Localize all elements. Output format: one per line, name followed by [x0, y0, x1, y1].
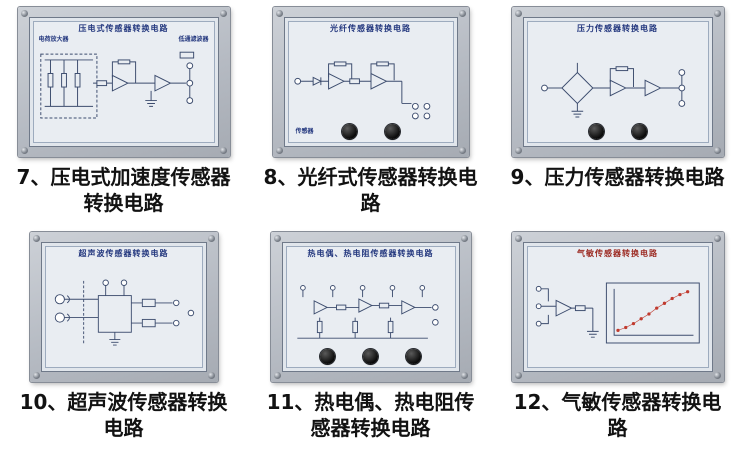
knob-row [283, 349, 459, 364]
panel-title: 热电偶、热电阻传感器转换电路 [307, 249, 434, 258]
circuit-schematic-icon [293, 61, 430, 120]
screw-icon [273, 372, 281, 379]
component-label: 电荷放大器 [38, 36, 69, 43]
screw-icon [219, 10, 227, 17]
screw-icon [32, 372, 40, 379]
circuit-schematic-icon [54, 279, 194, 346]
caption: 10、超声波传感器转换电路 [19, 390, 228, 440]
component-label: 低通滤波器 [178, 36, 209, 43]
screw-icon [458, 147, 466, 154]
screw-icon [207, 372, 215, 379]
screw-icon [514, 235, 522, 242]
screw-icon [275, 10, 283, 17]
screw-icon [713, 147, 721, 154]
caption: 7、压电式加速度传感器转换电路 [16, 165, 231, 215]
catalog-item-10: 超声波传感器转换电路 [0, 232, 247, 449]
screw-icon [275, 147, 283, 154]
screw-icon [460, 235, 468, 242]
panel-title: 压力传感器转换电路 [577, 24, 658, 33]
screw-icon [32, 235, 40, 242]
caption: 8、光纤式传感器转换电路 [263, 165, 478, 215]
adjust-knob[interactable] [384, 124, 400, 139]
panel-face: 热电偶、热电阻传感器转换电路 [281, 242, 460, 372]
panel-photo-ultrasonic: 超声波传感器转换电路 [29, 232, 218, 382]
catalog-item-12: 气敏传感器转换电路 [494, 232, 741, 449]
caption: 9、压力传感器转换电路 [510, 165, 725, 189]
knob-row [524, 124, 712, 139]
adjust-knob[interactable] [320, 349, 335, 364]
adjust-knob[interactable] [341, 124, 357, 139]
panel-title: 超声波传感器转换电路 [78, 249, 169, 258]
catalog-item-8: 光纤传感器转换电路 传感器 [247, 7, 494, 224]
adjust-knob[interactable] [588, 124, 604, 139]
screw-icon [514, 372, 522, 379]
panel-face: 压力传感器转换电路 [522, 17, 713, 147]
panel-photo-fiber: 光纤传感器转换电路 传感器 [272, 7, 469, 157]
panel-photo-thermocouple: 热电偶、热电阻传感器转换电路 [270, 232, 471, 382]
panel-title: 压电式传感器转换电路 [78, 24, 169, 33]
panel-photo-pressure: 压力传感器转换电路 [511, 7, 724, 157]
screw-icon [20, 10, 28, 17]
panel-photo-piezoelectric: 压电式传感器转换电路 电荷放大器 低通滤波器 [17, 7, 230, 157]
screw-icon [458, 10, 466, 17]
adjust-knob[interactable] [631, 124, 647, 139]
knob-row [285, 124, 457, 139]
component-label: 传感器 [295, 128, 314, 135]
screw-icon [713, 235, 721, 242]
screw-icon [273, 235, 281, 242]
circuit-schematic-icon [540, 62, 685, 118]
screw-icon [207, 235, 215, 242]
panel-title: 气敏传感器转换电路 [577, 249, 658, 258]
panel-face: 光纤传感器转换电路 传感器 [283, 17, 458, 147]
screw-icon [219, 147, 227, 154]
circuit-schematic-icon [39, 51, 194, 119]
catalog-item-9: 压力传感器转换电路 [494, 7, 741, 224]
caption: 11、热电偶、热电阻传感器转换电路 [266, 390, 475, 440]
caption: 12、气敏传感器转换电路 [513, 390, 722, 440]
panel-face: 压电式传感器转换电路 电荷放大器 低通滤波器 [28, 17, 219, 147]
screw-icon [460, 372, 468, 379]
screw-icon [713, 372, 721, 379]
catalog-item-11: 热电偶、热电阻传感器转换电路 [247, 232, 494, 449]
screw-icon [20, 147, 28, 154]
panel-photo-gas: 气敏传感器转换电路 [511, 232, 724, 382]
screw-icon [514, 147, 522, 154]
screw-icon [713, 10, 721, 17]
adjust-knob[interactable] [406, 349, 421, 364]
circuit-schematic-icon [296, 285, 439, 339]
adjust-knob[interactable] [363, 349, 378, 364]
panel-face: 超声波传感器转换电路 [40, 242, 207, 372]
catalog-item-7: 压电式传感器转换电路 电荷放大器 低通滤波器 [0, 7, 247, 224]
panel-face: 气敏传感器转换电路 [522, 242, 713, 372]
screw-icon [514, 10, 522, 17]
panel-title: 光纤传感器转换电路 [330, 24, 411, 33]
circuit-schematic-and-curve-icon [535, 282, 700, 344]
